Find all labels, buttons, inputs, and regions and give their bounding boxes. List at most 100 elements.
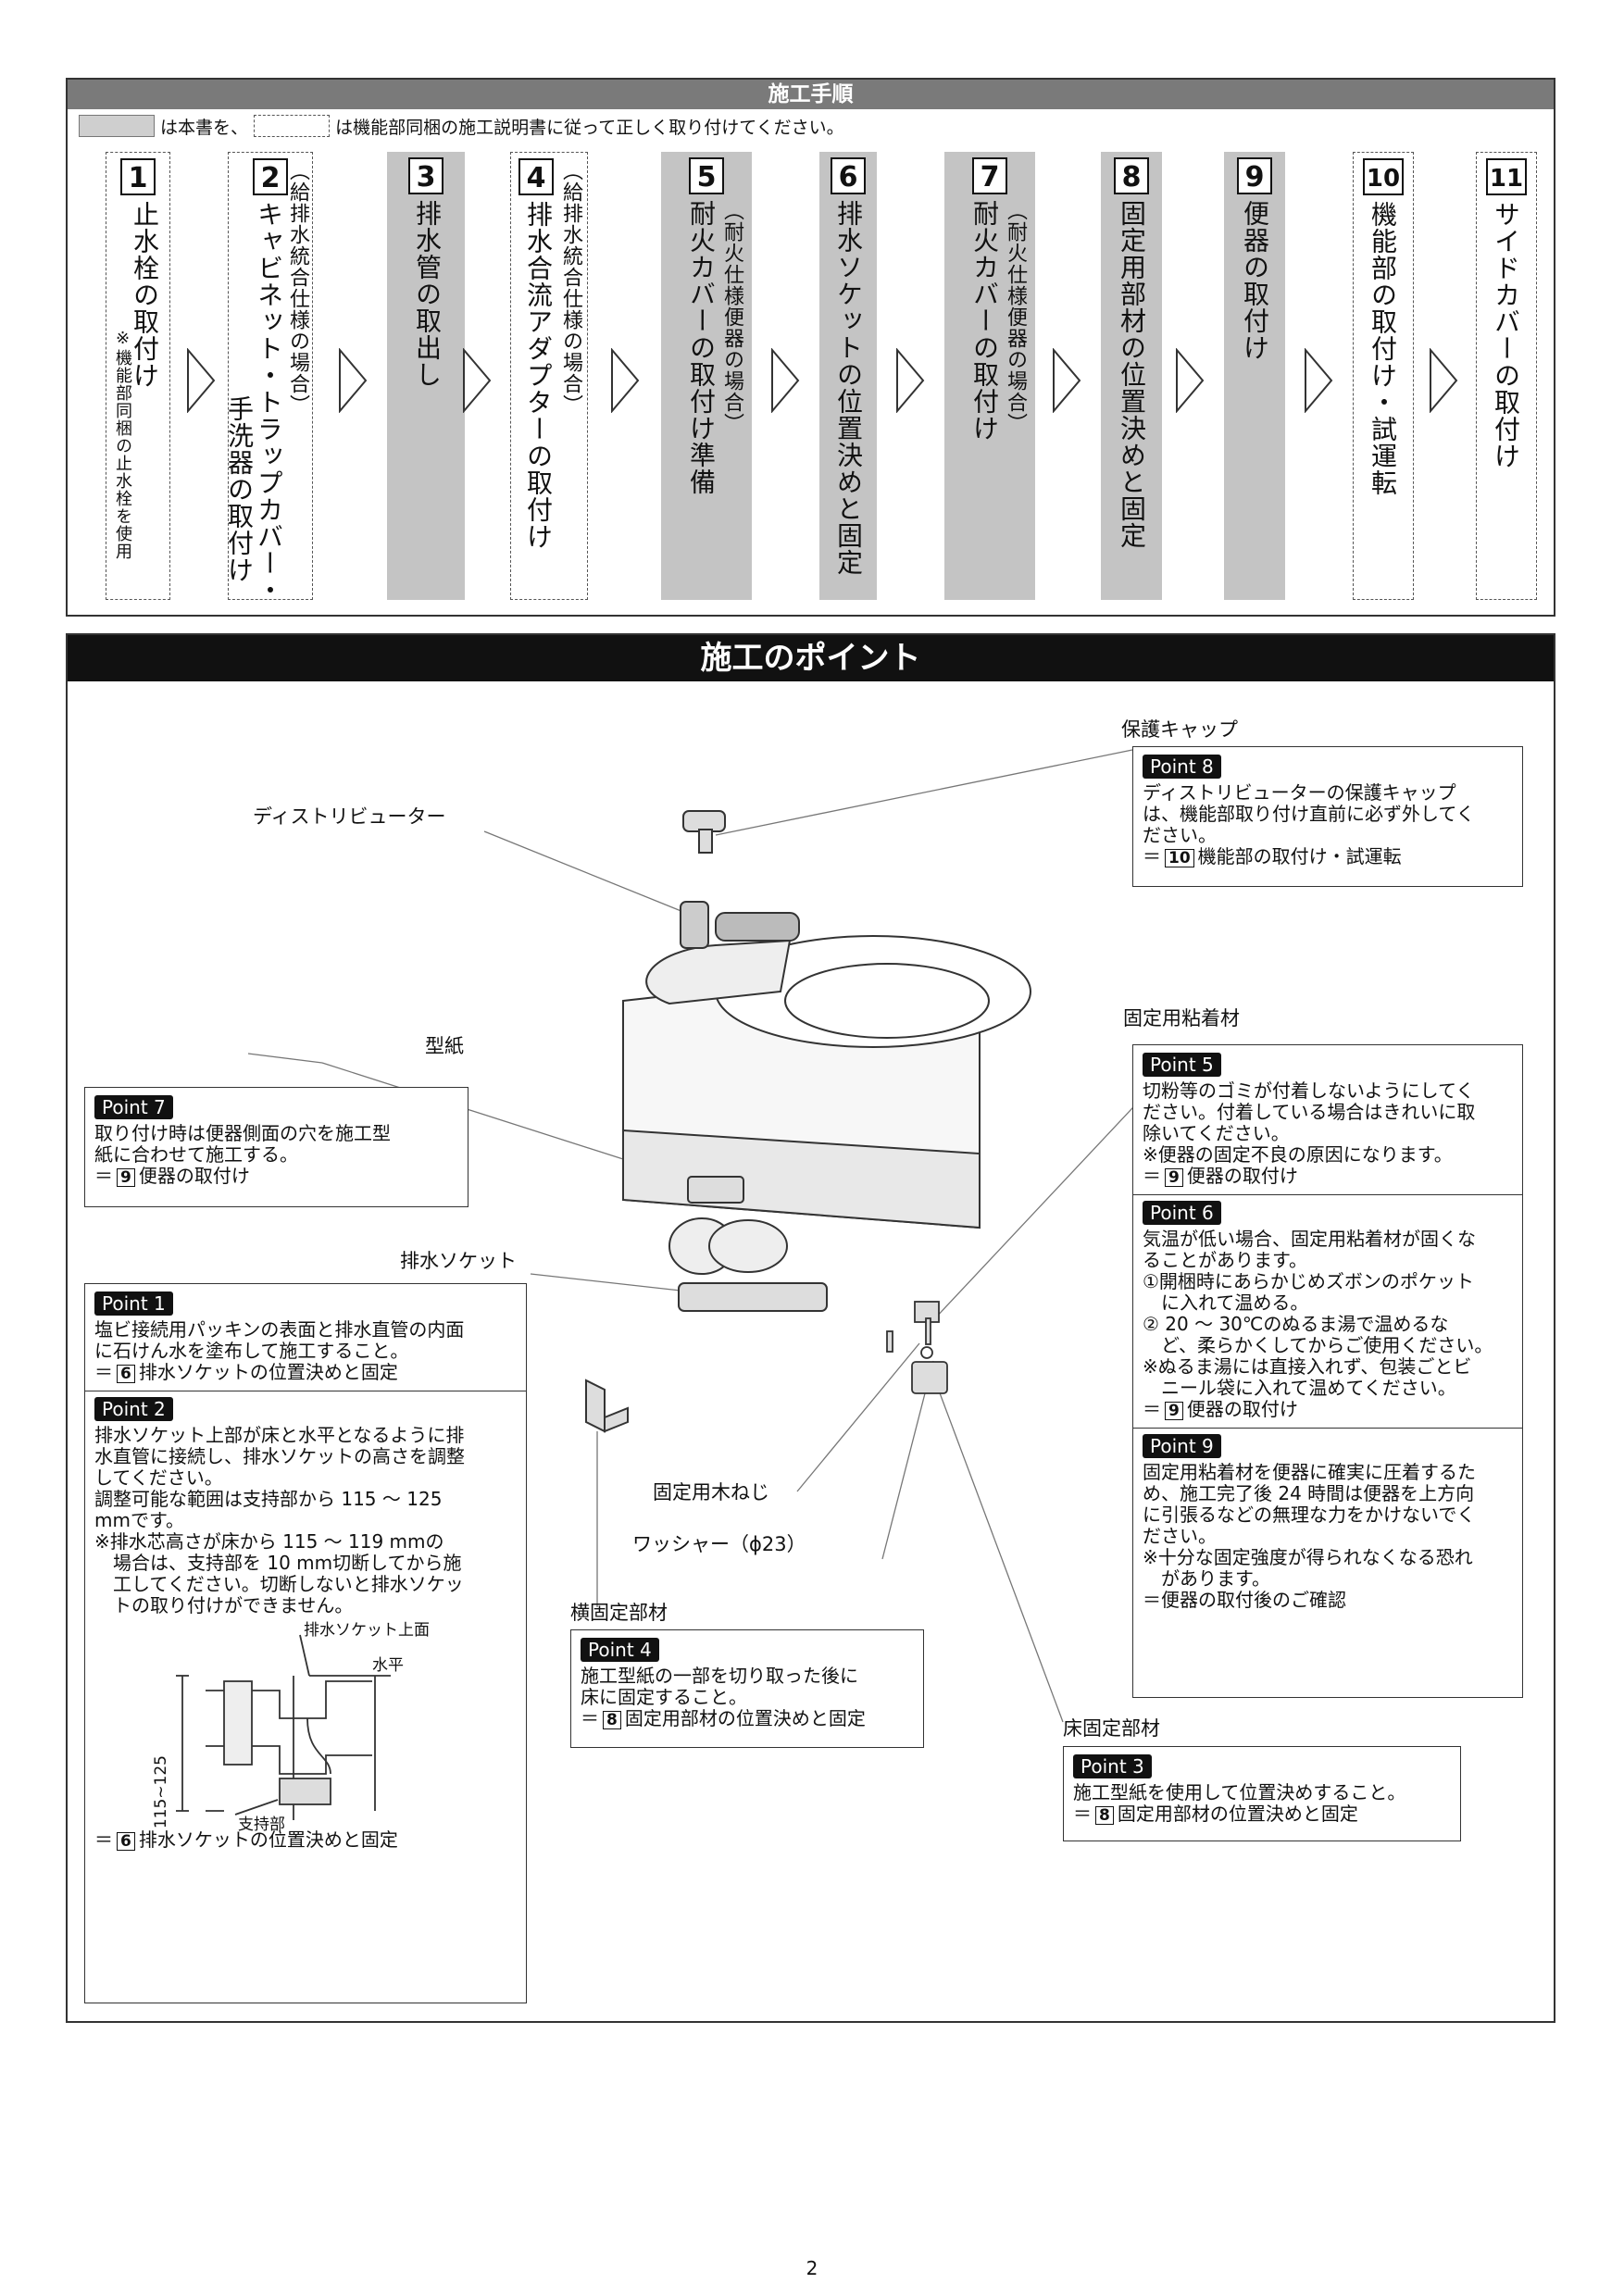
label-wood-screw: 固定用木ねじ [653,1481,769,1504]
step-title: 排水管の取出し [412,200,443,388]
point-9-reference: ＝便器の取付後のご確認 [1143,1589,1346,1611]
point-text: 施工型紙を使用して位置決めすること。 [1073,1781,1406,1803]
step-arrow-icon [339,348,368,413]
step-subtitle: （耐火仕様便器の場合） [1004,200,1027,434]
divider [1133,1194,1522,1195]
point-6-badge: Point 6 [1143,1201,1221,1225]
step-title: キャビネット・トラップカバー・ [254,201,284,604]
step-10: 10 機能部の取付け・試運転 [1353,152,1414,600]
step-arrow-icon [463,348,492,413]
point-5-6-9-box: Point 5 切粉等のゴミが付着しないようにしてく ださい。付着している場合は… [1132,1044,1523,1698]
label-protective-cap: 保護キャップ [1121,718,1238,741]
procedure-section: 施工手順 は本書を、 は機能部同梱の施工説明書に従って正しく取り付けてください。… [66,78,1555,617]
point-2-text: 排水ソケット上部が床と水平となるように排 水直管に接続し、排水ソケットの高さを調… [94,1424,465,1616]
step-subtitle: （給排水統合仕様の場合） [559,160,582,416]
point-6-text: 気温が低い場合、固定用粘着材が固くな ることがあります。 ①開梱時にあらかじめズ… [1143,1228,1493,1399]
step-number: 11 [1486,158,1527,195]
step-title-2: 手洗器の取付け [224,395,255,583]
section-title: 施工のポイント [68,635,1554,681]
point-5-badge: Point 5 [1143,1053,1221,1077]
point-badge: Point 8 [1143,755,1221,779]
divider [1133,1428,1522,1429]
point-badge: Point 3 [1073,1754,1152,1778]
step-title: 便器の取付け [1240,200,1270,361]
step-arrow-icon [1053,348,1081,413]
step-11: 11 サイドカバーの取付け [1476,152,1537,600]
step-title: 耐火カバーの取付け [969,200,1000,442]
step-arrow-icon [187,348,216,413]
construction-points-section: 施工のポイント [66,633,1555,2023]
step-9: 9 便器の取付け [1224,152,1285,600]
point-8-box: Point 8 ディストリビューターの保護キャップ は、機能部取り付け直前に必ず… [1132,746,1523,887]
point-text: 施工型紙の一部を切り取った後に 床に固定すること。 [581,1665,858,1708]
point-text: ディストリビューターの保護キャップ は、機能部取り付け直前に必ず外してく ださい… [1143,781,1475,846]
point-1-text: 塩ビ接続用パッキンの表面と排水直管の内面 に石けん水を塗布して施工すること。 [94,1318,465,1362]
toilet-illustration [247,749,1189,1723]
step-number: 3 [408,157,443,194]
step-subtitle: （耐火仕様便器の場合） [720,200,743,434]
step-5: 5 （耐火仕様便器の場合） 耐火カバーの取付け準備 [661,152,752,600]
step-number: 2 [253,158,288,195]
socket-section-diagram: 排水ソケット上面 水平 115~125 支持部 [94,1616,517,1834]
step-title: 固定用部材の位置決めと固定 [1117,200,1147,549]
step-arrow-icon [1430,348,1458,413]
step-1: 1 止水栓の取付け ※機能部同梱の止水栓を使用 [106,152,170,600]
step-number: 5 [689,157,724,194]
label-floor-fixing-part: 床固定部材 [1063,1717,1160,1740]
step-arrow-icon [611,348,640,413]
step-title: 排水ソケットの位置決めと固定 [833,200,864,576]
step-arrow-icon [896,348,925,413]
step-number: 1 [120,158,156,195]
point-badge: Point 7 [94,1095,173,1119]
step-number: 8 [1114,157,1149,194]
step-title: 排水合流アダプターの取付け [523,201,554,550]
step-arrow-icon [771,348,800,413]
procedure-title: 施工手順 [68,80,1554,109]
point-9-text: 固定用粘着材を便器に確実に圧着するた め、施工完了後 24 時間は便器を上方向 … [1143,1461,1476,1590]
point-1-badge: Point 1 [94,1292,173,1316]
label-template: 型紙 [425,1035,464,1057]
step-arrow-icon [1176,348,1205,413]
socket-cross-section-drawing [176,1634,391,1820]
label-drain-socket: 排水ソケット [400,1250,517,1272]
legend-gray-swatch [79,115,155,137]
label-washer: ワッシャー（ϕ23） [632,1533,806,1555]
step-number: 9 [1237,157,1272,194]
step-number: 10 [1363,158,1404,195]
step-6: 6 排水ソケットの位置決めと固定 [819,152,877,600]
point-text: 取り付け時は便器側面の穴を施工型 紙に合わせて施工する。 [94,1122,391,1166]
step-3: 3 排水管の取出し [387,152,465,600]
step-title: 止水栓の取付け [130,201,160,389]
step-number: 7 [972,157,1007,194]
legend-dashed-swatch [254,115,331,137]
step-title: サイドカバーの取付け [1491,201,1521,469]
step-note: ※機能部同梱の止水栓を使用 [113,329,132,560]
page-number: 2 [806,2257,818,2279]
point-5-text: 切粉等のゴミが付着しないようにしてく ださい。付着している場合はきれいに取 除い… [1143,1079,1476,1166]
diagram-label-top: 排水ソケット上面 [304,1621,430,1640]
label-distributor: ディストリビューター [253,805,446,828]
step-2: 2 （給排水統合仕様の場合） キャビネット・トラップカバー・ 手洗器の取付け [224,152,313,604]
step-subtitle: （給排水統合仕様の場合） [286,160,309,416]
point-9-badge: Point 9 [1143,1434,1221,1458]
legend-gray-text: は本書を、 [160,118,249,138]
legend-dashed-text: は機能部同梱の施工説明書に従って正しく取り付けてください。 [335,118,844,138]
diagram-label-level: 水平 [372,1656,404,1675]
diagram-dimension-label: 115~125 [152,1755,170,1829]
point-badge: Point 4 [581,1638,659,1662]
step-title: 耐火カバーの取付け準備 [686,200,717,495]
step-8: 8 固定用部材の位置決めと固定 [1101,152,1162,600]
step-7: 7 （耐火仕様便器の場合） 耐火カバーの取付け [944,152,1035,600]
step-arrow-icon [1305,348,1333,413]
